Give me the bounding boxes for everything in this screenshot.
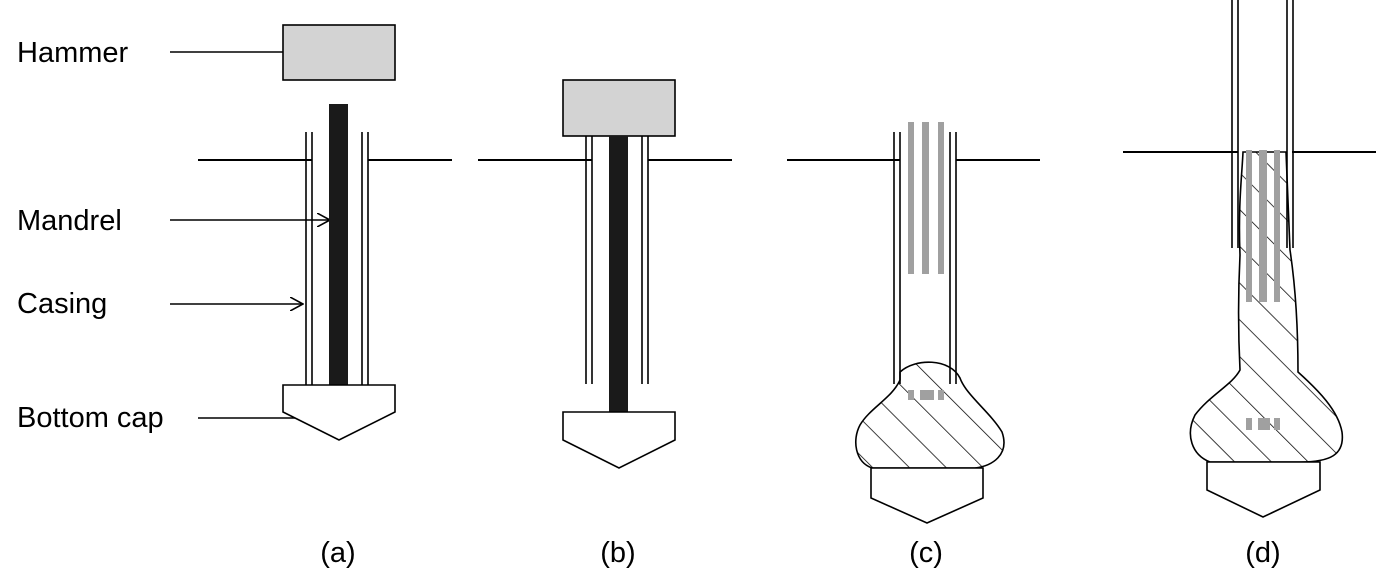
reinforcement-stub xyxy=(908,390,944,400)
mandrel-label: Mandrel xyxy=(17,205,122,237)
bottom-cap xyxy=(1206,461,1321,518)
panel-b: (b) xyxy=(478,79,732,569)
casing xyxy=(305,132,369,385)
bottom-cap-label: Bottom cap xyxy=(17,402,164,434)
panel-c: (c) xyxy=(787,122,1040,569)
panel-d-caption: (d) xyxy=(1245,537,1280,569)
panel-d: (d) xyxy=(1123,0,1376,569)
callout-labels: Hammer Mandrel Casing Bottom cap xyxy=(17,37,330,434)
hammer xyxy=(282,24,396,81)
casing xyxy=(1231,0,1294,248)
reinforcement-cage xyxy=(908,122,944,274)
casing xyxy=(585,136,649,384)
concrete-bulb xyxy=(854,361,1005,469)
bottom-cap xyxy=(282,384,396,441)
bottom-cap xyxy=(562,411,676,469)
hammer-label: Hammer xyxy=(17,37,129,69)
bottom-cap xyxy=(870,467,984,524)
panel-a: (a) xyxy=(198,24,452,569)
casing xyxy=(893,132,957,384)
casing-label: Casing xyxy=(17,288,107,320)
reinforcement-stub xyxy=(1246,418,1280,430)
mandrel xyxy=(609,136,628,412)
mandrel xyxy=(329,104,348,385)
reinforcement-cage xyxy=(1246,150,1280,302)
concrete-shaft xyxy=(1189,151,1344,463)
panel-b-caption: (b) xyxy=(600,537,635,569)
panel-c-caption: (c) xyxy=(909,537,943,569)
hammer xyxy=(562,79,676,137)
panel-a-caption: (a) xyxy=(320,537,355,569)
